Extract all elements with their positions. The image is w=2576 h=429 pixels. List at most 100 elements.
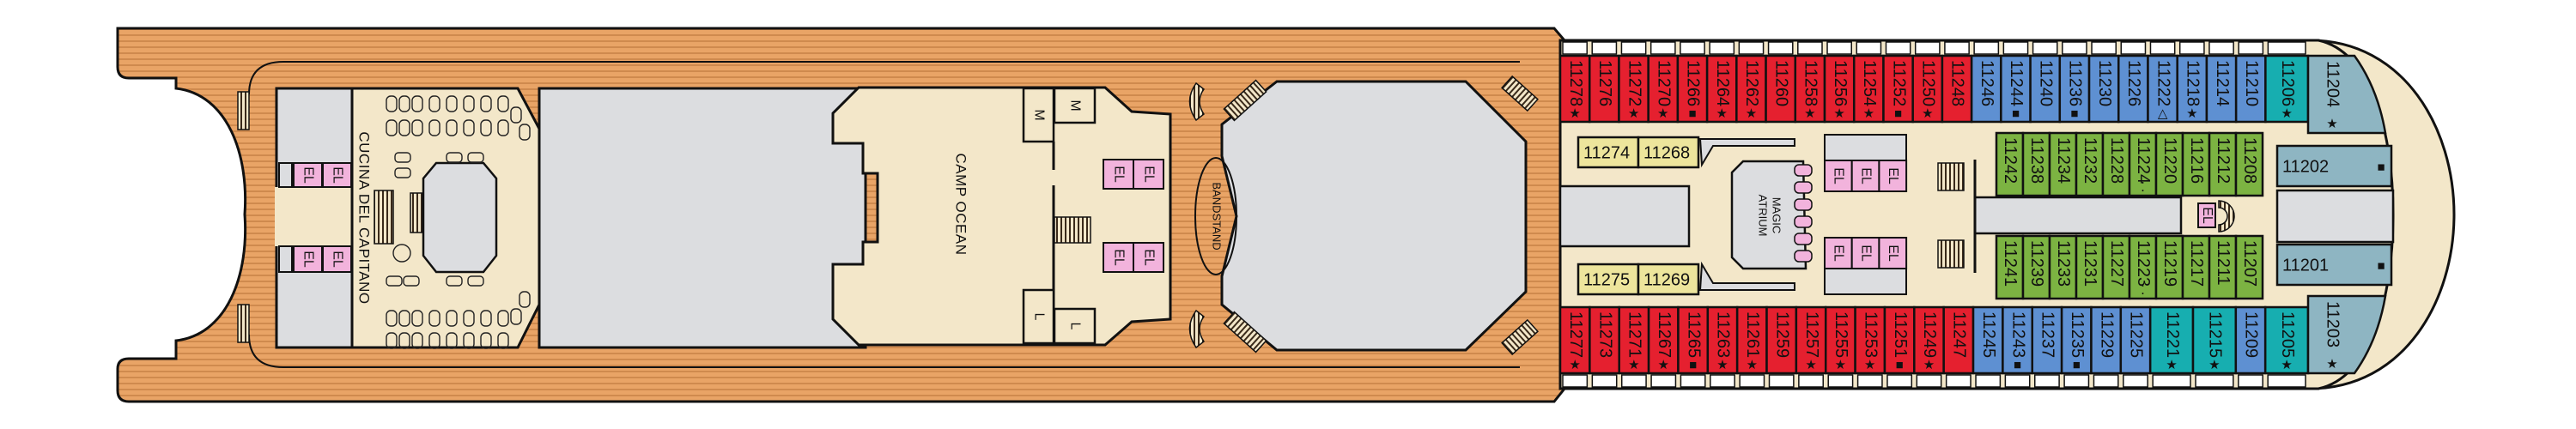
- cabin-11258[interactable]: 11258★: [1794, 54, 1826, 124]
- cabin-11234[interactable]: 11234: [2048, 131, 2078, 197]
- cabin-11236[interactable]: 11236■: [2058, 54, 2091, 124]
- cabin-11203[interactable]: 11203★: [2306, 294, 2387, 375]
- cabin-11204[interactable]: 11204★: [2306, 54, 2387, 135]
- balcony: [2149, 41, 2176, 55]
- cabin-11226[interactable]: 11226: [2117, 54, 2149, 124]
- cabin-11218[interactable]: 11218★: [2176, 54, 2208, 124]
- cabin-11241[interactable]: 11241: [1995, 234, 2025, 300]
- cabin-11229[interactable]: 11229: [2090, 305, 2123, 375]
- cucina-center-open-area: [422, 161, 498, 274]
- cabin-number: 11241: [2001, 240, 2020, 287]
- cabin-11276[interactable]: 11276: [1588, 54, 1620, 124]
- cabin-11249[interactable]: 11249★: [1913, 305, 1945, 375]
- cabin-11210[interactable]: 11210: [2234, 54, 2267, 124]
- cabin-11277[interactable]: 11277★: [1558, 305, 1591, 375]
- cabin-11237[interactable]: 11237: [2031, 305, 2063, 375]
- cabin-11219[interactable]: 11219: [2154, 234, 2184, 300]
- cabin-11215[interactable]: 11215★: [2191, 305, 2238, 375]
- cabin-11269[interactable]: 11269: [1637, 263, 1700, 296]
- cabin-11223[interactable]: 11223⁚: [2128, 234, 2158, 300]
- cabin-box: [2191, 305, 2238, 375]
- cabin-11225[interactable]: 11225: [2119, 305, 2152, 375]
- cabin-11254[interactable]: 11254★: [1852, 54, 1885, 124]
- cabin-11216[interactable]: 11216: [2181, 131, 2211, 197]
- cabin-11247[interactable]: 11247: [1942, 305, 1975, 375]
- cabin-11206[interactable]: 11206★: [2264, 54, 2310, 124]
- balcony: [1709, 41, 1735, 55]
- cabin-11259[interactable]: 11259: [1765, 305, 1798, 375]
- cabin-11267[interactable]: 11267★: [1647, 305, 1680, 375]
- cabin-11233[interactable]: 11233: [2048, 234, 2078, 300]
- cabin-11205[interactable]: 11205★: [2263, 305, 2310, 375]
- cabin-11278[interactable]: 11278★: [1558, 54, 1591, 124]
- cabin-11261[interactable]: 11261★: [1735, 305, 1768, 375]
- cabin-11273[interactable]: 11273: [1589, 305, 1620, 375]
- cabin-11270[interactable]: 11270★: [1647, 54, 1680, 124]
- cabin-11252[interactable]: 11252■: [1882, 54, 1914, 124]
- table-icon: [480, 310, 492, 327]
- elevator-label: EL: [1832, 167, 1846, 184]
- cabin-11260[interactable]: 11260: [1765, 54, 1797, 124]
- cabin-11228[interactable]: 11228: [2101, 131, 2131, 197]
- cabin-11246[interactable]: 11246: [1970, 54, 2002, 124]
- cabin-11235[interactable]: 11235■: [2060, 305, 2093, 375]
- cabin-11262[interactable]: 11262★: [1735, 54, 1767, 124]
- cabin-number: 11244: [2007, 60, 2026, 106]
- cabin-11214[interactable]: 11214: [2205, 54, 2238, 124]
- cabin-11274[interactable]: 11274: [1577, 136, 1640, 169]
- table-icon: [497, 95, 509, 112]
- cabin-symbol-icon: ★: [2281, 106, 2292, 121]
- elevator-box: [1133, 159, 1164, 190]
- cabin-box: [1647, 305, 1680, 375]
- cabin-11220[interactable]: 11220: [2154, 131, 2184, 197]
- cabin-11263[interactable]: 11263★: [1706, 305, 1739, 375]
- cabin-11217[interactable]: 11217: [2181, 234, 2211, 300]
- cabin-11201[interactable]: 11201■: [2275, 243, 2393, 287]
- cabin-11256[interactable]: 11256★: [1823, 54, 1856, 124]
- cabin-11239[interactable]: 11239: [2021, 234, 2051, 300]
- cabin-box: [1911, 54, 1944, 124]
- cabin-11207[interactable]: 11207: [2234, 234, 2264, 300]
- restroom-box: [1053, 87, 1097, 124]
- cabin-11244[interactable]: 11244■: [2000, 54, 2032, 124]
- cabin-box: [1647, 54, 1680, 124]
- cabin-box: [2306, 54, 2387, 135]
- cabin-11255[interactable]: 11255★: [1824, 305, 1856, 375]
- cabin-11265[interactable]: 11265■: [1677, 305, 1710, 375]
- cabin-11264[interactable]: 11264★: [1705, 54, 1738, 124]
- cabin-11251[interactable]: 11251■: [1883, 305, 1916, 375]
- cabin-number: 11248: [1948, 60, 1967, 106]
- cabin-11202[interactable]: 11202■: [2275, 144, 2393, 188]
- cabin-11227[interactable]: 11227: [2101, 234, 2131, 300]
- cabin-11257[interactable]: 11257★: [1795, 305, 1827, 375]
- cabin-11240[interactable]: 11240: [2029, 54, 2062, 124]
- cabin-number: 11236: [2066, 60, 2085, 106]
- cabin-11243[interactable]: 11243■: [2002, 305, 2033, 375]
- cabin-11248[interactable]: 11248: [1941, 54, 1973, 124]
- cabin-11232[interactable]: 11232: [2075, 131, 2105, 197]
- cabin-symbol-icon: ■: [1689, 358, 1697, 372]
- cabin-11253[interactable]: 11253★: [1854, 305, 1886, 375]
- cabin-11230[interactable]: 11230: [2087, 54, 2120, 124]
- cabin-11268[interactable]: 11268: [1637, 136, 1700, 169]
- cabin-11242[interactable]: 11242: [1995, 131, 2025, 197]
- table-icon: [463, 310, 475, 327]
- cabin-11266[interactable]: 11266■: [1676, 54, 1709, 124]
- cabin-11250[interactable]: 11250★: [1911, 54, 1944, 124]
- cabin-11238[interactable]: 11238: [2021, 131, 2051, 197]
- cabin-11245[interactable]: 11245: [1971, 305, 2004, 375]
- cabin-11224[interactable]: 11224⁚: [2128, 131, 2158, 197]
- cabin-11271[interactable]: 11271★: [1618, 305, 1650, 375]
- cabin-11275[interactable]: 11275: [1577, 263, 1640, 296]
- cabin-box: [1577, 136, 1640, 169]
- cabin-11212[interactable]: 11212: [2208, 131, 2238, 197]
- cabin-11209[interactable]: 11209: [2234, 305, 2267, 375]
- cabin-11208[interactable]: 11208: [2234, 131, 2264, 197]
- cabin-11272[interactable]: 11272★: [1618, 54, 1649, 124]
- cabin-11211[interactable]: 11211: [2208, 234, 2238, 300]
- cabin-11221[interactable]: 11221★: [2148, 305, 2195, 375]
- cabin-11222[interactable]: 11222△: [2147, 54, 2178, 124]
- cabin-11231[interactable]: 11231: [2075, 234, 2105, 300]
